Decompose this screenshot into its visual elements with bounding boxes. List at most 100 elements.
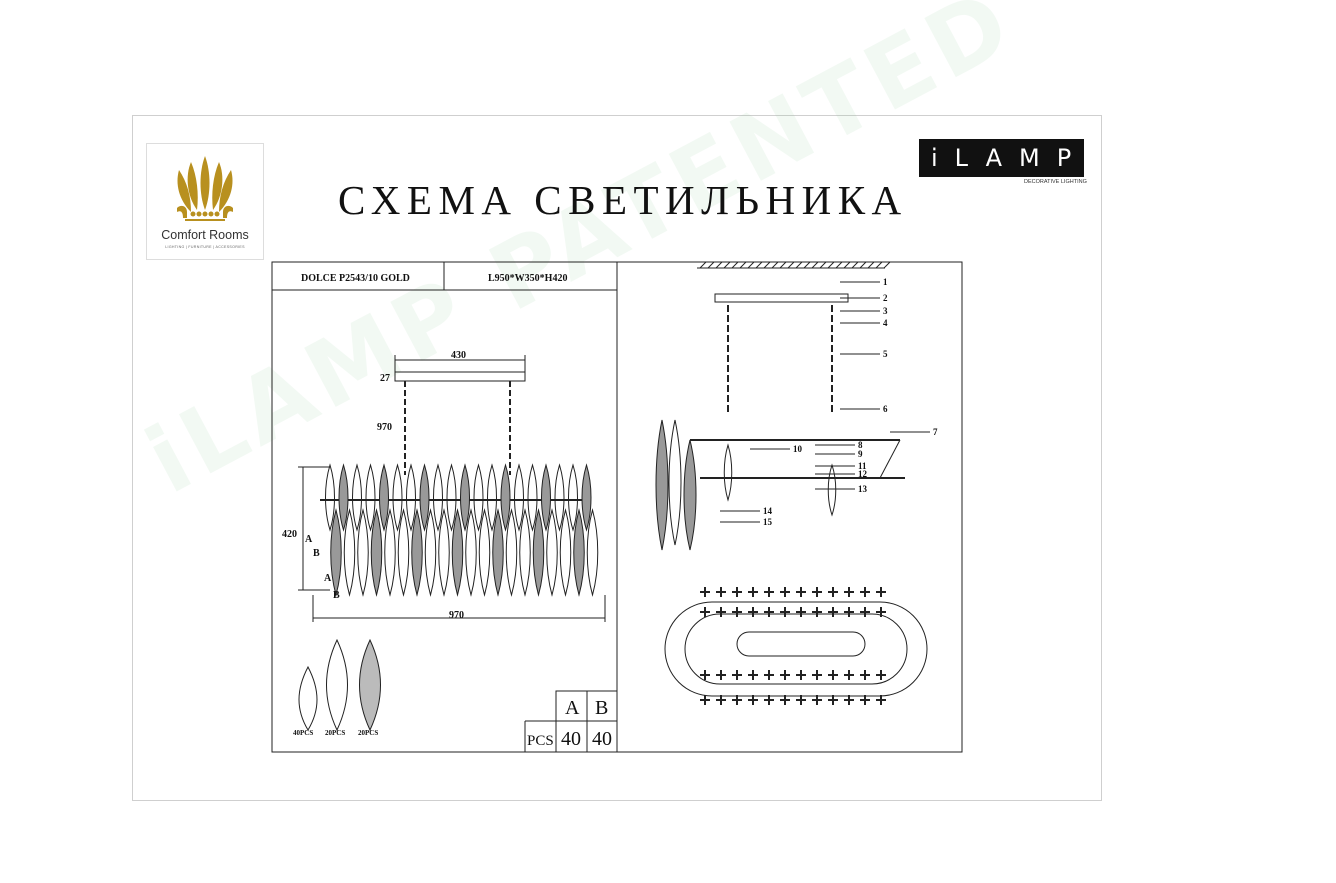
callout-label: 10: [793, 444, 803, 454]
crystal: [451, 508, 464, 597]
ceiling-hatch: [835, 261, 843, 269]
dim-width: 970: [449, 610, 464, 621]
crystal: [505, 508, 518, 597]
crystal: [379, 463, 389, 532]
crystal: [723, 443, 733, 502]
crystal: [325, 463, 335, 532]
ceiling-hatch: [739, 261, 747, 269]
crystal: [419, 463, 430, 532]
ceiling-hatch: [747, 261, 755, 269]
ceiling-hatch: [795, 261, 803, 269]
crystal: [519, 508, 531, 597]
pcs-row-label: PCS: [527, 733, 554, 749]
callout-label: 11: [858, 461, 867, 471]
callout-label: 8: [858, 440, 863, 450]
ceiling-hatch: [731, 261, 739, 269]
crystal: [487, 463, 497, 532]
crystal: [343, 508, 356, 597]
ceiling-hatch: [875, 261, 883, 269]
crystal-count: 20PCS: [358, 729, 378, 737]
label-a: A: [305, 534, 313, 545]
ceiling-hatch: [811, 261, 819, 269]
comfort-rooms-logo: Comfort Rooms LIGHTING | FURNITURE | ACC…: [146, 143, 264, 260]
callout-label: 4: [883, 318, 888, 328]
top-view-outer: [664, 601, 928, 697]
crystal-count: 20PCS: [325, 729, 345, 737]
crystal: [586, 508, 599, 597]
pcs-value-a: 40: [561, 728, 581, 750]
crystal: [392, 463, 403, 532]
crystal: [384, 508, 396, 597]
crystal: [532, 508, 545, 597]
ceiling-hatch: [787, 261, 795, 269]
label-b: B: [313, 548, 320, 559]
crystal: [478, 508, 491, 597]
pcs-header-a: A: [565, 697, 580, 719]
ceiling-hatch: [851, 261, 859, 269]
callout-label: 12: [858, 469, 868, 479]
page-title: СХЕМА СВЕТИЛЬНИКА: [338, 177, 908, 223]
crystal: [370, 508, 383, 597]
canopy-front: [394, 371, 526, 382]
crown-icon: [177, 156, 233, 221]
crystal: [433, 463, 443, 532]
crystal: [541, 463, 551, 532]
crystal: [573, 508, 585, 597]
pcs-header-b: B: [595, 697, 608, 719]
callout-label: 5: [883, 349, 888, 359]
ceiling-hatch: [771, 261, 779, 269]
document-frame: [132, 115, 1102, 801]
crystal-large: [326, 638, 348, 732]
callout-label: 9: [858, 449, 863, 459]
crystal: [460, 463, 470, 532]
crystal: [473, 463, 484, 532]
crystal: [330, 508, 342, 597]
ilamp-tagline: DECORATIVE LIGHTING: [1024, 179, 1087, 185]
crystal: [514, 463, 524, 532]
ceiling-hatch: [843, 261, 851, 269]
ceiling-hatch: [819, 261, 827, 269]
crystal: [438, 508, 450, 597]
crystal: [546, 508, 558, 597]
crystal: [352, 463, 362, 532]
pcs-value-b: 40: [592, 728, 612, 750]
crystal: [500, 463, 511, 532]
crystal: [411, 508, 423, 597]
callout-label: 13: [858, 484, 868, 494]
dim-top: 430: [451, 350, 466, 361]
ceiling-hatch: [827, 261, 835, 269]
ceiling-hatch: [867, 261, 875, 269]
canopy-side: [714, 293, 849, 303]
crystal: [527, 463, 538, 532]
dimensions: L950*W350*H420: [488, 273, 567, 284]
crystal: [465, 508, 477, 597]
callout-label: 14: [763, 506, 773, 516]
dim-chain: 970: [377, 422, 392, 433]
callout-label: 3: [883, 306, 888, 316]
crystal: [827, 463, 837, 517]
ceiling-hatch: [715, 261, 723, 269]
callout-label: 15: [763, 517, 773, 527]
logo-tagline: LIGHTING | FURNITURE | ACCESSORIES: [165, 245, 245, 249]
crystal-count: 40PCS: [293, 729, 313, 737]
callout-label: 7: [933, 427, 938, 437]
crystal: [446, 463, 457, 532]
dim-plate: 27: [380, 373, 390, 384]
top-view-inner: [684, 613, 908, 685]
ceiling-hatch: [763, 261, 771, 269]
ceiling-hatch: [755, 261, 763, 269]
dim-height: 420: [282, 529, 297, 540]
logo-name: Comfort Rooms: [161, 228, 249, 242]
ceiling-hatch: [699, 261, 707, 269]
crystal: [365, 463, 376, 532]
crystal: [568, 463, 578, 532]
crystal: [357, 508, 369, 597]
model-name: DOLCE P2543/10 GOLD: [301, 273, 410, 284]
ilamp-logo: iLAMP: [919, 139, 1084, 177]
ceiling-hatch: [779, 261, 787, 269]
crystal: [683, 439, 697, 551]
crystal: [338, 463, 349, 532]
ceiling-hatch: [707, 261, 715, 269]
ceiling-hatch: [803, 261, 811, 269]
crystal: [668, 419, 682, 546]
